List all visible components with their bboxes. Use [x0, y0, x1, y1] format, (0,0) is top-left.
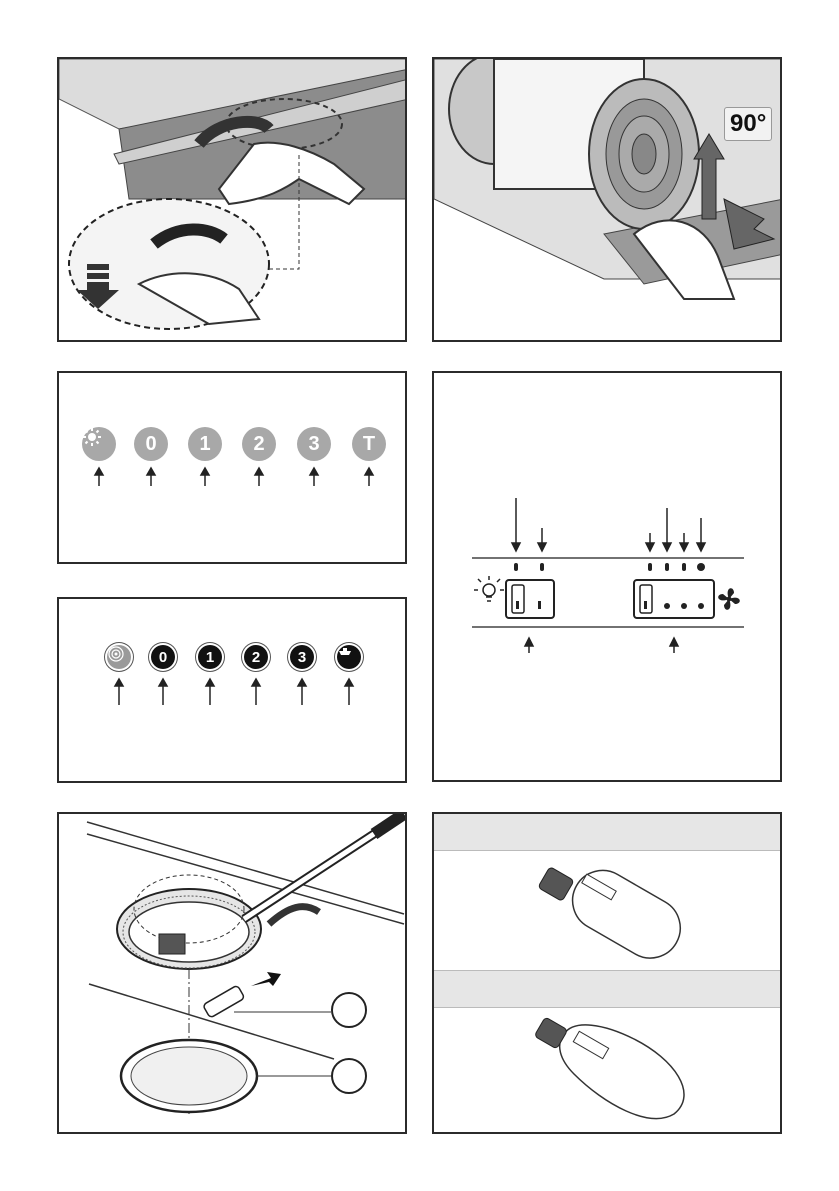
tube-bulb-icon	[538, 860, 691, 969]
candle-bulb-icon	[534, 1017, 684, 1119]
panel-filter-rotation: 90°	[432, 57, 782, 342]
rotation-angle-label: 90°	[724, 107, 772, 141]
panel-hood-button-detail	[57, 57, 407, 342]
bulbs-illustration	[434, 814, 782, 1134]
pointer-arrows	[59, 599, 407, 783]
panel-lamp-replacement	[57, 812, 407, 1134]
switch-diagram	[434, 373, 782, 782]
panel-switch-controls	[432, 371, 782, 782]
panel-bulb-types	[432, 812, 782, 1134]
screwdriver-icon	[244, 814, 404, 919]
callout-marker	[332, 1059, 366, 1093]
callout-marker	[332, 993, 366, 1027]
panel-control-buttons-grey: 0 1 2 3 T	[57, 371, 407, 564]
lamp-bulb-icon	[203, 972, 281, 1018]
hood-illustration	[59, 59, 407, 342]
fan-switch[interactable]	[634, 580, 714, 618]
panel-control-buttons-dark: 0 1 2 3	[57, 597, 407, 783]
pointer-arrows	[59, 373, 407, 564]
light-switch[interactable]	[506, 580, 554, 618]
light-bulb-icon	[474, 576, 504, 601]
filter-illustration	[434, 59, 782, 342]
lamp-replacement-illustration	[59, 814, 407, 1134]
lamp-glass-cover-icon	[121, 1040, 257, 1112]
fan-icon	[718, 588, 740, 610]
